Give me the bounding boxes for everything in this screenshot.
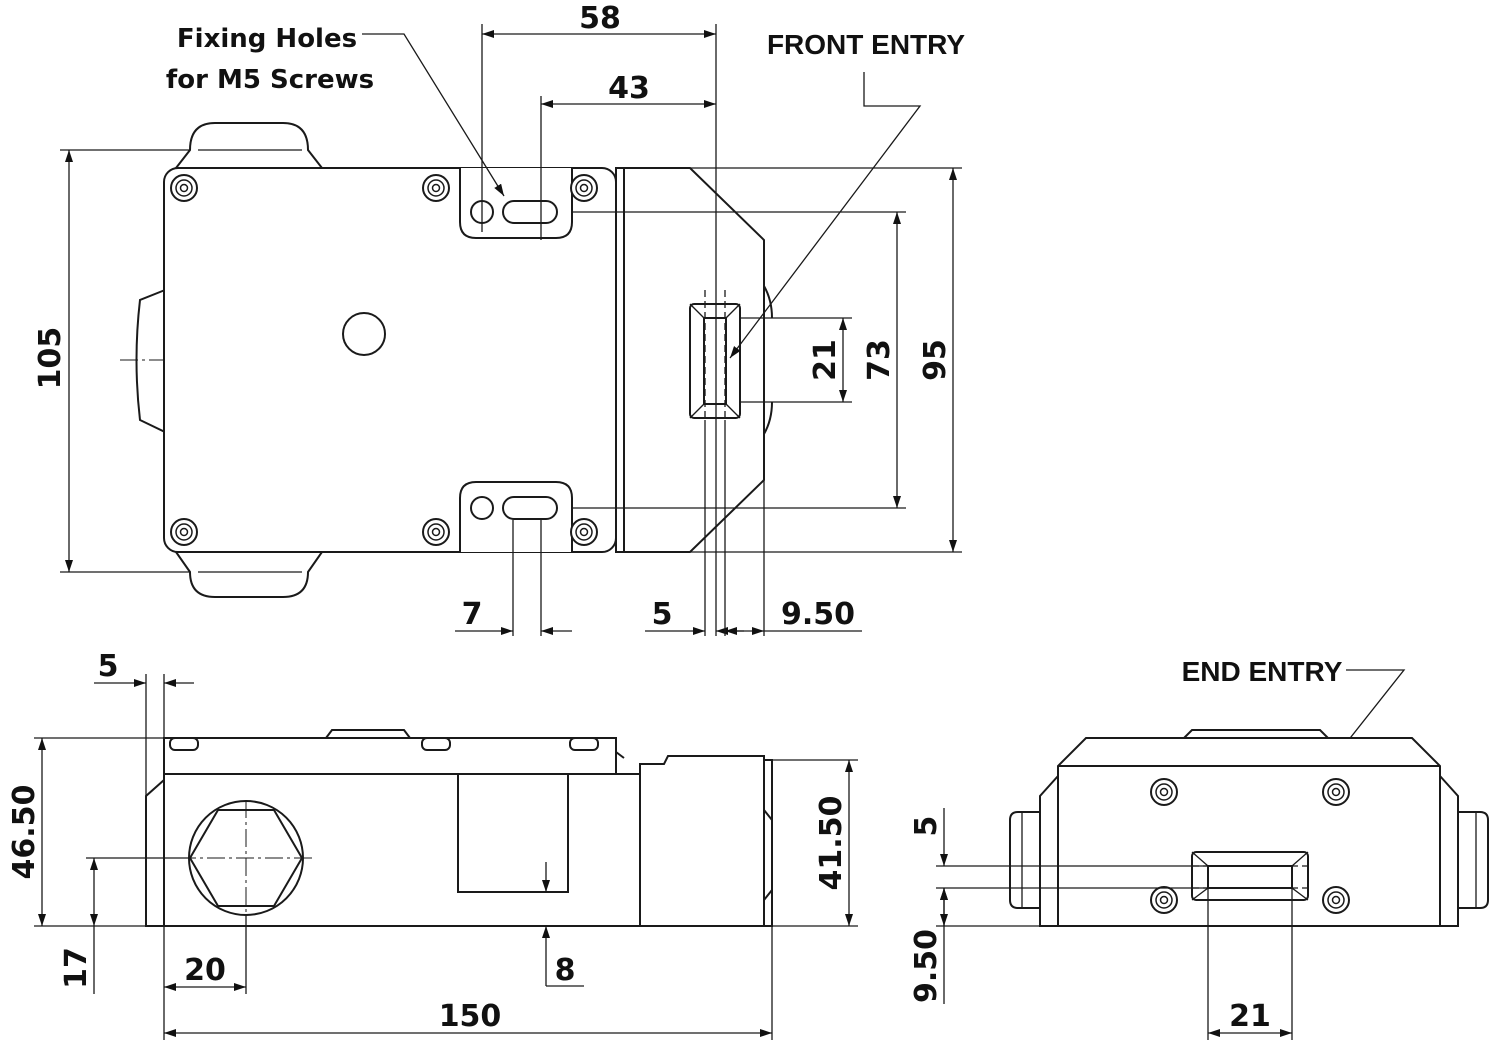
fixing-holes-label-2: for M5 Screws <box>166 65 374 95</box>
dim-21-front: 21 <box>808 339 843 381</box>
dim-105: 105 <box>33 327 68 390</box>
front-entry-slot <box>689 303 741 419</box>
dim-17: 17 <box>59 947 94 989</box>
dim-8: 8 <box>555 953 576 988</box>
front-entry-label: FRONT ENTRY <box>767 29 965 60</box>
dim-73: 73 <box>862 339 897 381</box>
dim-41-50: 41.50 <box>814 796 849 891</box>
end-view <box>1009 729 1489 927</box>
dim-9-50-front: 9.50 <box>781 597 855 632</box>
screw-icon <box>1322 886 1350 914</box>
screw-icon <box>1322 778 1350 806</box>
screw-icon <box>570 518 598 546</box>
dim-20: 20 <box>184 953 226 988</box>
callouts: Fixing Holes for M5 Screws FRONT ENTRY E… <box>166 24 1406 863</box>
fixing-holes-label: Fixing Holes <box>177 24 357 54</box>
dim-95: 95 <box>918 339 953 381</box>
fixing-slot <box>502 496 558 520</box>
dim-5-side: 5 <box>98 649 119 684</box>
side-view <box>145 729 773 927</box>
left-bump <box>135 288 166 434</box>
fixing-hole <box>470 496 494 520</box>
top-view-dimensions: 58 43 105 95 73 21 7 5 <box>33 1 962 636</box>
center-indicator <box>342 312 386 356</box>
side-top-plate <box>163 737 617 775</box>
screw-icon <box>170 518 198 546</box>
end-view-dimensions: 5 9.50 21 <box>909 808 1293 1040</box>
dim-5-end: 5 <box>909 816 944 837</box>
dim-58: 58 <box>579 1 621 36</box>
screw-icon <box>422 174 450 202</box>
side-body <box>163 755 773 927</box>
dim-46-50: 46.50 <box>7 785 42 880</box>
screw-icon <box>570 174 598 202</box>
screw-icon <box>422 518 450 546</box>
top-gland <box>173 122 325 169</box>
dim-150: 150 <box>439 999 502 1034</box>
dim-9-50-end: 9.50 <box>909 929 944 1003</box>
bottom-gland <box>174 551 324 598</box>
side-view-dimensions: 5 46.50 41.50 17 20 8 150 <box>7 649 858 1040</box>
dim-21-end: 21 <box>1229 999 1271 1034</box>
screw-icon <box>1150 886 1178 914</box>
dim-43: 43 <box>608 71 650 106</box>
end-entry-label: END ENTRY <box>1182 656 1343 687</box>
dim-5-front: 5 <box>652 597 673 632</box>
top-view <box>120 122 773 598</box>
screw-icon <box>170 174 198 202</box>
end-entry-slot <box>1191 851 1309 901</box>
fixing-slot <box>502 200 558 224</box>
screw-icon <box>1150 778 1178 806</box>
actuator-channel <box>457 774 569 893</box>
dim-7: 7 <box>462 597 483 632</box>
